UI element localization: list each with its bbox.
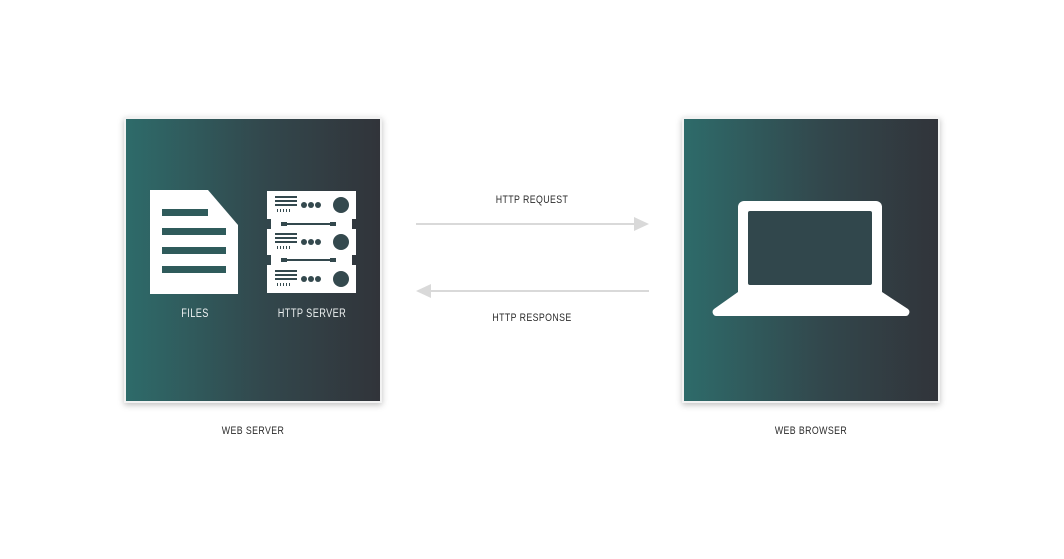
file-icon (150, 190, 238, 294)
http-request-label: HTTP REQUEST (495, 194, 569, 206)
response-arrow (416, 284, 649, 298)
http-server-label: HTTP SERVER (277, 308, 347, 320)
server-rack-icon (267, 191, 356, 293)
files-label: FILES (181, 308, 209, 320)
web-browser-panel (682, 117, 940, 403)
http-response-label: HTTP RESPONSE (492, 312, 572, 324)
request-arrow (416, 217, 649, 231)
web-server-title: WEB SERVER (221, 425, 285, 437)
web-browser-title: WEB BROWSER (774, 425, 848, 437)
laptop-icon (712, 201, 910, 317)
web-server-panel: FILES HTTP SERVER (124, 117, 382, 403)
